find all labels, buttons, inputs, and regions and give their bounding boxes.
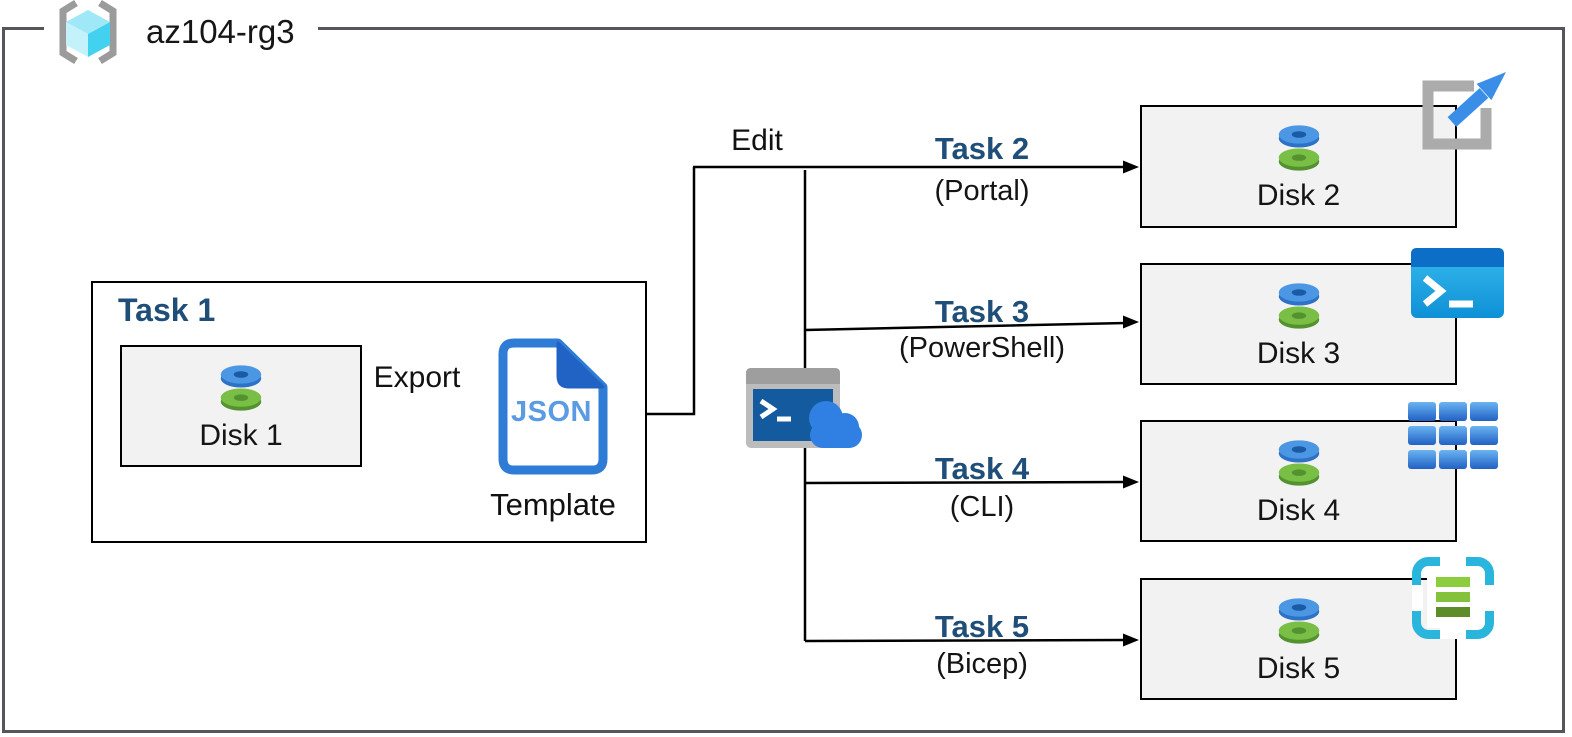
- disk5-label: Disk 5: [1256, 651, 1341, 685]
- disk4-box: Disk 4: [1140, 420, 1457, 542]
- managed-disk-icon: [1278, 282, 1319, 329]
- disk1-label: Disk 1: [199, 418, 283, 452]
- task5-label: Task 5: [934, 609, 1030, 644]
- resource-group-boundary: [2, 27, 1565, 733]
- task4-method: (CLI): [949, 491, 1015, 523]
- task5-method: (Bicep): [936, 648, 1028, 680]
- disk3-box: Disk 3: [1140, 263, 1457, 385]
- json-template-icon: [498, 338, 608, 475]
- disk5-box: Disk 5: [1140, 578, 1457, 700]
- task2-method: (Portal): [934, 175, 1030, 207]
- json-label: JSON: [511, 396, 592, 428]
- disk4-label: Disk 4: [1256, 493, 1341, 527]
- cli-grid-icon: [1408, 402, 1498, 469]
- managed-disk-icon: [1278, 125, 1319, 171]
- disk2-box: Disk 2: [1140, 105, 1457, 228]
- task3-label: Task 3: [934, 294, 1030, 329]
- task1-title: Task 1: [118, 292, 216, 328]
- cloud-shell-icon: [746, 368, 862, 448]
- managed-disk-icon: [1278, 597, 1319, 644]
- edit-label: Edit: [731, 124, 783, 157]
- resource-group-name: az104-rg3: [138, 13, 303, 51]
- template-label: Template: [490, 487, 616, 522]
- disk1-box: Disk 1: [120, 345, 362, 467]
- portal-launch-icon: [1422, 72, 1506, 150]
- managed-disk-icon: [220, 364, 262, 411]
- export-label: Export: [373, 361, 461, 394]
- disk3-label: Disk 3: [1256, 336, 1341, 370]
- resource-group-icon: [59, 0, 117, 64]
- managed-disk-icon: [1278, 439, 1319, 486]
- task3-method: (PowerShell): [899, 332, 1065, 364]
- bicep-icon: [1412, 557, 1494, 639]
- task2-label: Task 2: [934, 131, 1030, 166]
- task4-label: Task 4: [934, 451, 1030, 486]
- powershell-icon: [1411, 248, 1504, 318]
- disk2-label: Disk 2: [1256, 179, 1341, 212]
